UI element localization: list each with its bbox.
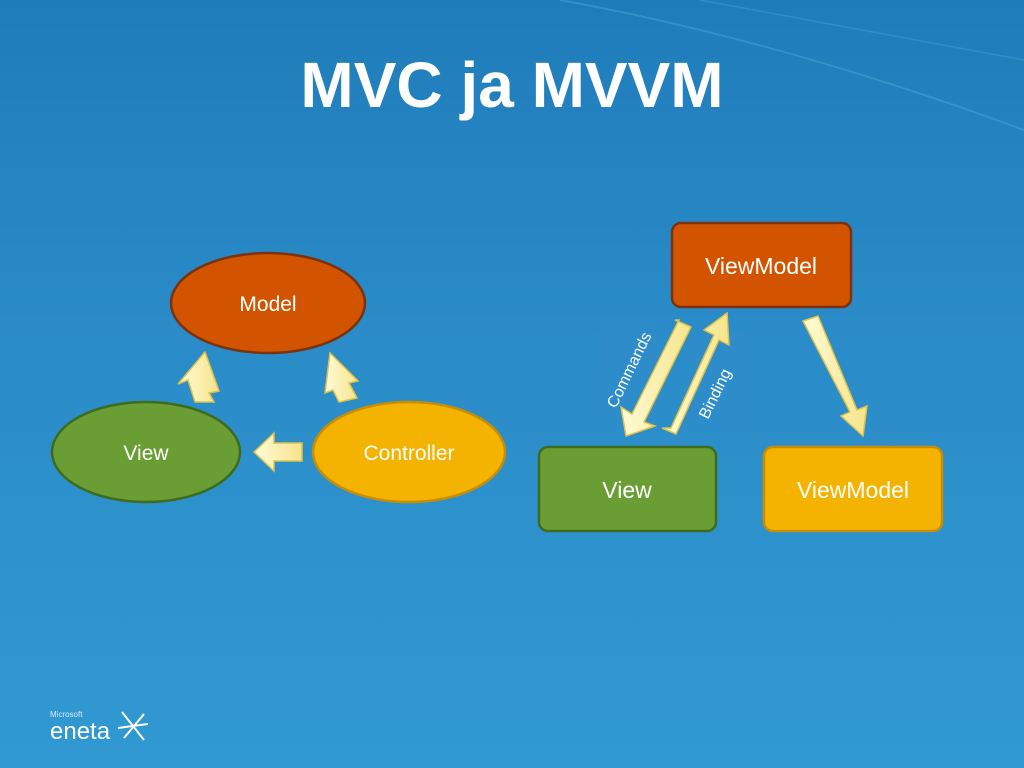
eneta-logo: Microsoft eneta bbox=[50, 710, 160, 750]
mvvm-viewmodel-top-node bbox=[670, 221, 853, 309]
mvvm-arrow-viewmodel-to-viewmodel bbox=[801, 315, 868, 438]
star-icon bbox=[118, 711, 148, 741]
mvc-arrow-view-to-model bbox=[177, 350, 220, 403]
mvvm-view-label: View bbox=[602, 477, 652, 503]
mvvm-arrow-binding bbox=[661, 311, 730, 435]
slide-title: MVC ja MVVM bbox=[300, 49, 724, 121]
mvc-model-node bbox=[169, 251, 367, 355]
mvc-controller-node bbox=[311, 400, 507, 504]
logo-brand-text: eneta bbox=[50, 718, 111, 745]
mvc-view-label: View bbox=[123, 442, 169, 465]
background-streak bbox=[559, 0, 1024, 131]
mvc-controller-label: Controller bbox=[363, 442, 454, 465]
mvc-arrow-controller-to-view bbox=[252, 431, 303, 473]
mvvm-viewmodel-top-label: ViewModel bbox=[705, 253, 817, 279]
mvc-arrow-controller-to-model bbox=[324, 351, 360, 403]
mvc-model-label: Model bbox=[239, 293, 296, 316]
mvc-view-node bbox=[50, 400, 242, 504]
logo-small-text: Microsoft bbox=[50, 710, 83, 719]
mvvm-viewmodel-right-node bbox=[762, 445, 944, 533]
mvvm-view-node bbox=[537, 445, 718, 533]
mvvm-arrow-commands bbox=[619, 319, 693, 437]
mvvm-viewmodel-right-label: ViewModel bbox=[797, 477, 909, 503]
background-streak bbox=[699, 0, 1024, 61]
